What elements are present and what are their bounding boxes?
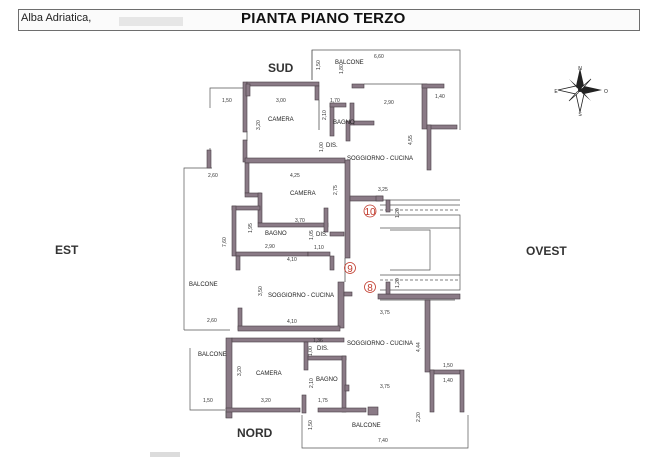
dim: 4,10 [287,257,297,263]
dim: 1,70 [330,98,340,104]
dim: 1,00 [308,346,314,356]
room-camera-top: CAMERA [268,117,294,123]
unit-10-marker [363,204,377,218]
unit-9-marker [344,262,356,274]
dim: 3,50 [258,286,264,296]
dim: 3,70 [295,218,305,224]
orientation-nord: NORD [237,426,273,440]
room-balcone-west: BALCONE [189,282,218,288]
dim: 4,25 [290,173,300,179]
walls [206,81,465,419]
compass-rose-icon [557,68,602,113]
room-dis-bottom: DIS. [317,346,329,352]
title-bar: Alba Adriatica, PIANTA PIANO TERZO [18,9,640,31]
unit-8-marker [364,281,376,293]
room-balcone-bottom: BALCONE [352,423,381,429]
dim: 1,00 [319,142,325,152]
dim: 3,75 [380,310,390,316]
window-lines [225,83,422,418]
dim: 1,40 [435,94,445,100]
dim: 1,50 [203,398,213,404]
compass-e-label: E [554,89,558,95]
compass-o-label: O [604,89,608,95]
dim: 7,40 [378,438,388,444]
dim: 1,75 [318,398,328,404]
dim: 3,25 [378,187,388,193]
room-soggiorno-mid: SOGGIORNO - CUCINA [268,293,334,299]
room-soggiorno-top: SOGGIORNO - CUCINA [347,156,413,162]
dim: 3,20 [256,120,262,130]
redacted-address [119,17,183,26]
unit-8-label: 8 [367,283,373,294]
dim: 3,20 [237,366,243,376]
dim: 2,90 [384,100,394,106]
dim: 1,50 [308,420,314,430]
room-dis-top: DIS. [326,143,338,149]
dim: 6,60 [374,54,384,60]
outline-lines [183,49,469,449]
dim: 3,20 [261,398,271,404]
dim: 1,10 [314,245,324,251]
dim: 4,10 [287,319,297,325]
unit-10-label: 10 [364,207,376,218]
dim: 1,20 [395,278,401,288]
dim: 2,20 [416,412,422,422]
dim: 1,40 [443,378,453,384]
compass-s-label: S [578,112,582,118]
dim: 2,90 [265,244,275,250]
room-camera-bottom: CAMERA [256,371,282,377]
dim: 4,44 [416,342,422,352]
dim: 1,50 [443,363,453,369]
dim: 1,50 [316,60,322,70]
room-bagno-top: BAGNO [333,120,355,126]
room-bagno-bottom: BAGNO [316,377,338,383]
orientation-sud: SUD [268,61,294,75]
dim: 1,50 [222,98,232,104]
room-camera-mid: CAMERA [290,191,316,197]
orientation-est: EST [55,243,79,257]
dim: 2,60 [208,173,218,179]
dim: 1,95 [248,223,254,233]
dim: 2,10 [309,378,315,388]
dim: 7,60 [222,237,228,247]
room-dis-mid: DIS. [316,232,328,238]
room-balcone-small: BALCONE [198,352,227,358]
dim: 2,75 [333,185,339,195]
room-bagno-mid: BAGNO [265,231,287,237]
dim: 1,80 [339,64,345,74]
dim: 1,36 [313,338,323,344]
dim: 1,20 [395,208,401,218]
orientation-ovest: OVEST [526,244,567,258]
room-balcone-top: BALCONE [335,60,364,66]
dim: 3,75 [380,384,390,390]
compass-n-label: N [578,66,582,72]
unit-9-label: 9 [347,264,353,275]
dim: 2,10 [322,110,328,120]
dim: 4,55 [408,135,414,145]
room-soggiorno-bottom: SOGGIORNO - CUCINA [347,341,413,347]
dim: 3,00 [276,98,286,104]
dim: 1,05 [309,230,315,240]
location-label: Alba Adriatica, [21,12,92,24]
dim: 2,60 [207,318,217,324]
page-title: PIANTA PIANO TERZO [241,10,406,27]
redacted-footer [150,452,180,457]
